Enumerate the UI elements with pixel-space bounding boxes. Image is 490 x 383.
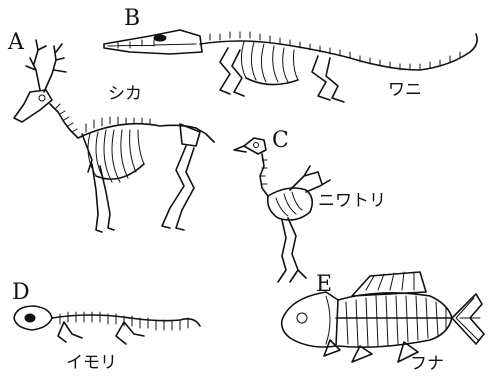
deer-skeleton (14, 40, 214, 232)
newt-skeleton (14, 306, 200, 344)
crocodile-skeleton (104, 30, 477, 102)
chicken-skeleton (234, 138, 330, 282)
crucian-carp-skeleton (282, 272, 484, 362)
